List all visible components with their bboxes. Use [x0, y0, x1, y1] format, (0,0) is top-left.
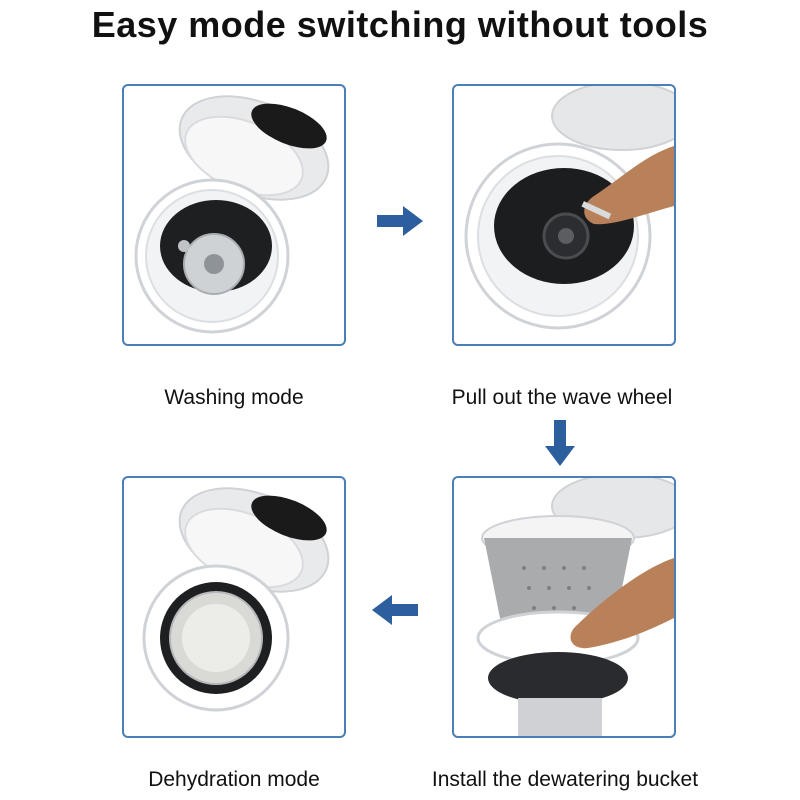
- caption-pull-wave-wheel: Pull out the wave wheel: [451, 386, 673, 409]
- arrow-right-icon: [377, 206, 423, 236]
- caption-washing-mode: Washing mode: [164, 386, 304, 409]
- install-dewatering-bucket-image: [452, 476, 676, 738]
- washing-mode-image: [122, 84, 346, 346]
- caption-dehydration-mode: Dehydration mode: [148, 768, 320, 791]
- arrow-left-icon: [372, 595, 418, 625]
- dehydration-mode-image: [122, 476, 346, 738]
- page-title: Easy mode switching without tools: [91, 4, 709, 45]
- caption-install-dewatering-bucket: Install the dewatering bucket: [431, 768, 699, 791]
- arrow-down-icon: [545, 420, 575, 466]
- pull-wave-wheel-image: [452, 84, 676, 346]
